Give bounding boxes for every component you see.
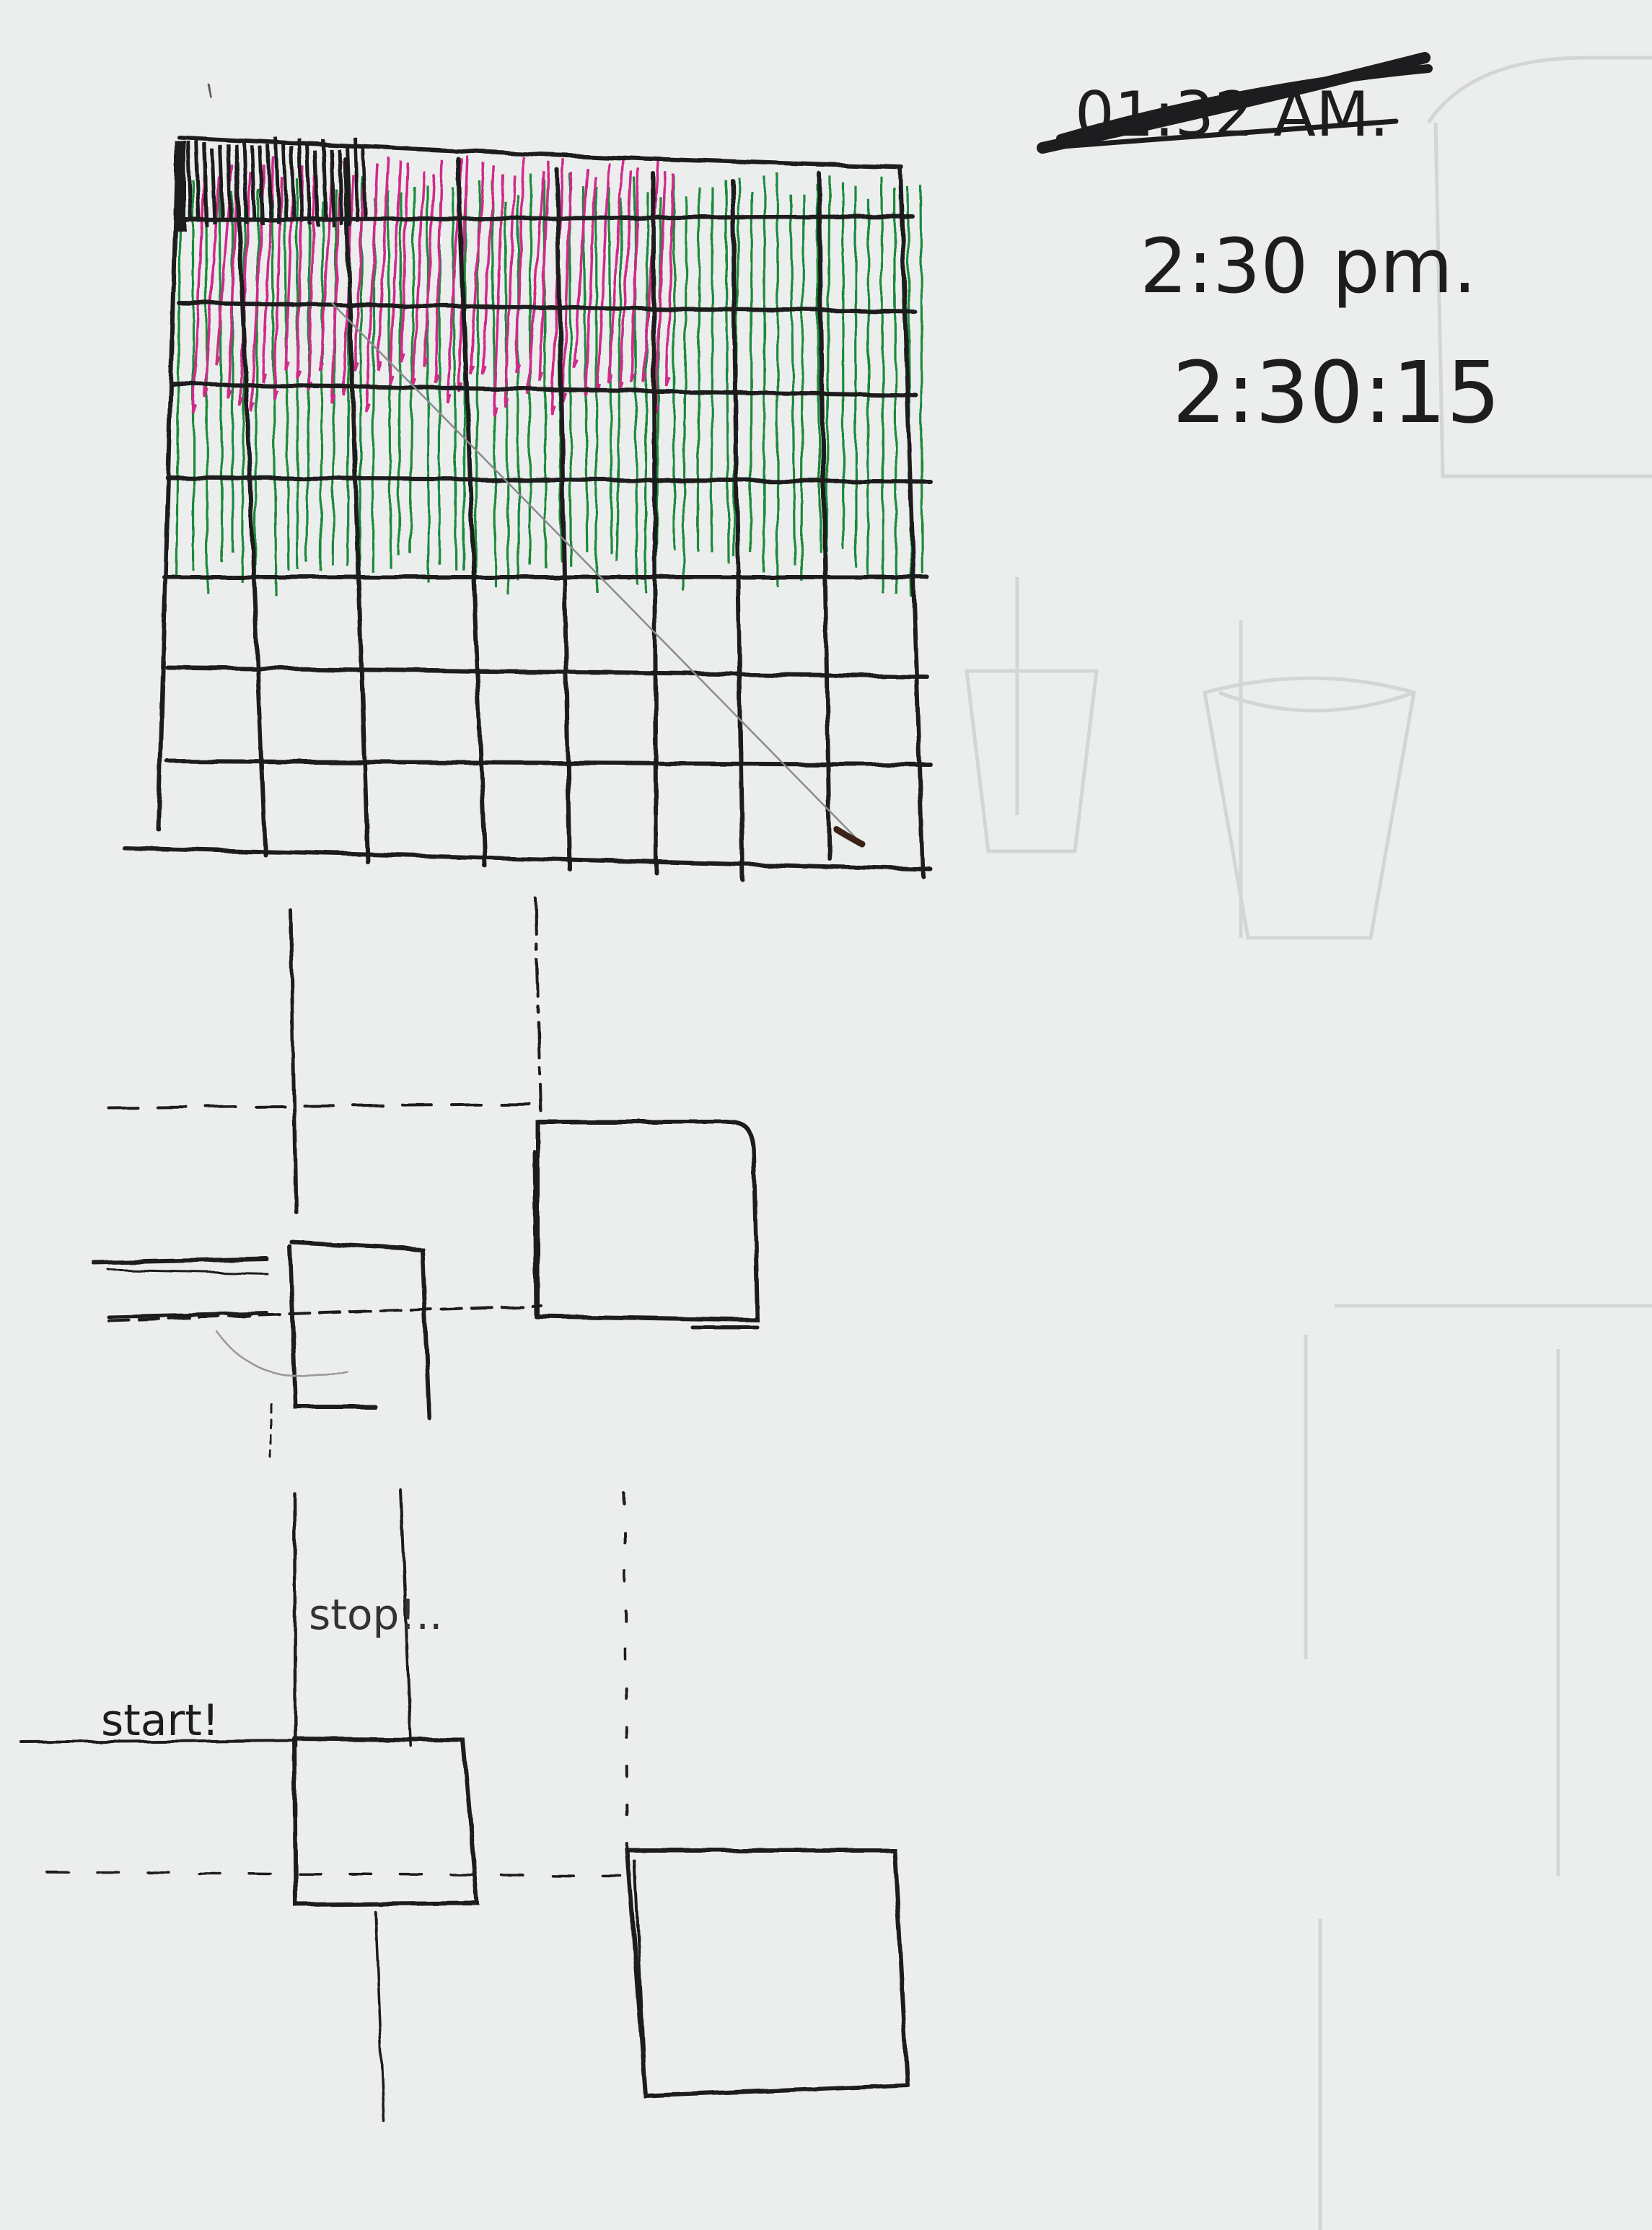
overlap-diagram-2	[20, 1488, 910, 2123]
time-pm-text: 2:30 pm.	[1140, 222, 1477, 310]
diagonal-line	[331, 302, 859, 841]
grid-lines	[122, 135, 933, 882]
start-label: start!	[101, 1695, 219, 1746]
pink-hatching	[192, 155, 675, 416]
time-seconds-text: 2:30:15	[1172, 343, 1501, 442]
green-hatching	[175, 173, 924, 597]
calendar-grid-sketch	[122, 82, 933, 882]
time-notes: 01:32 AM. 2:30 pm. 2:30:15	[1037, 52, 1501, 442]
struck-time-text: 01:32 AM.	[1075, 79, 1389, 151]
ghost-marks	[965, 56, 1652, 2230]
overlap-diagram-1	[92, 897, 760, 1459]
stop-label: stop!..	[309, 1590, 442, 1639]
underline	[1040, 118, 1399, 151]
ink-dot	[833, 826, 866, 848]
small-mark	[206, 82, 212, 98]
strikethrough-scribble-2	[1056, 64, 1433, 143]
